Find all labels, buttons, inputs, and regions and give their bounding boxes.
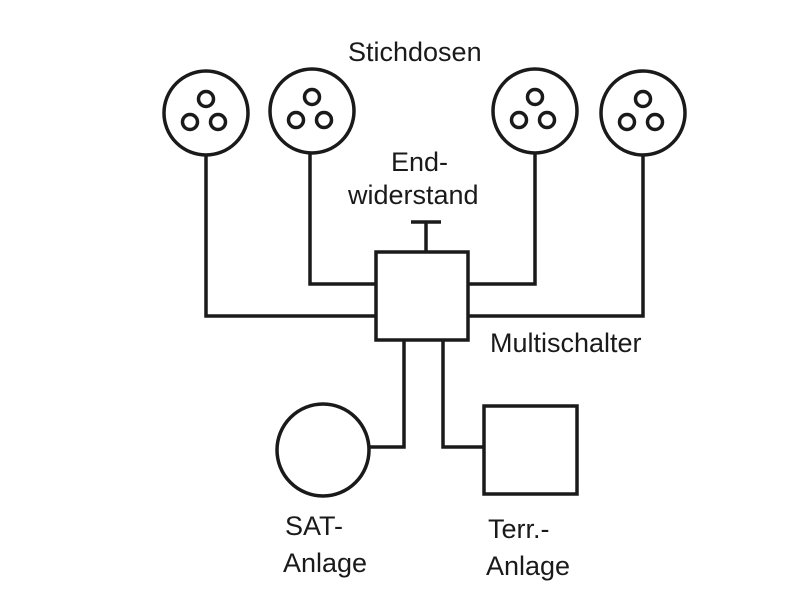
label-sat-line1: SAT- xyxy=(285,511,343,541)
label-multiswitch: Multischalter xyxy=(490,328,642,358)
wire-socket-4 xyxy=(468,155,645,318)
wire-terr xyxy=(441,340,484,449)
wire-socket-3 xyxy=(468,153,537,286)
socket-2 xyxy=(268,67,356,155)
label-sockets: Stichdosen xyxy=(348,37,482,67)
socket-4 xyxy=(599,69,687,157)
wire-sat xyxy=(370,340,406,449)
label-terminator-line1: End- xyxy=(391,147,448,177)
label-terr-line1: Terr.- xyxy=(488,514,550,544)
wire-socket-2 xyxy=(308,153,376,286)
wire-socket-1 xyxy=(204,155,376,318)
label-terminator-line2: widerstand xyxy=(347,180,479,210)
socket-3 xyxy=(491,67,579,155)
socket-1 xyxy=(162,69,250,157)
sat-dish-symbol xyxy=(275,402,371,498)
label-sat-line2: Anlage xyxy=(283,548,367,578)
label-terr-line2: Anlage xyxy=(486,551,570,581)
multiswitch-box xyxy=(374,250,470,342)
terrestrial-antenna-symbol xyxy=(482,404,579,496)
